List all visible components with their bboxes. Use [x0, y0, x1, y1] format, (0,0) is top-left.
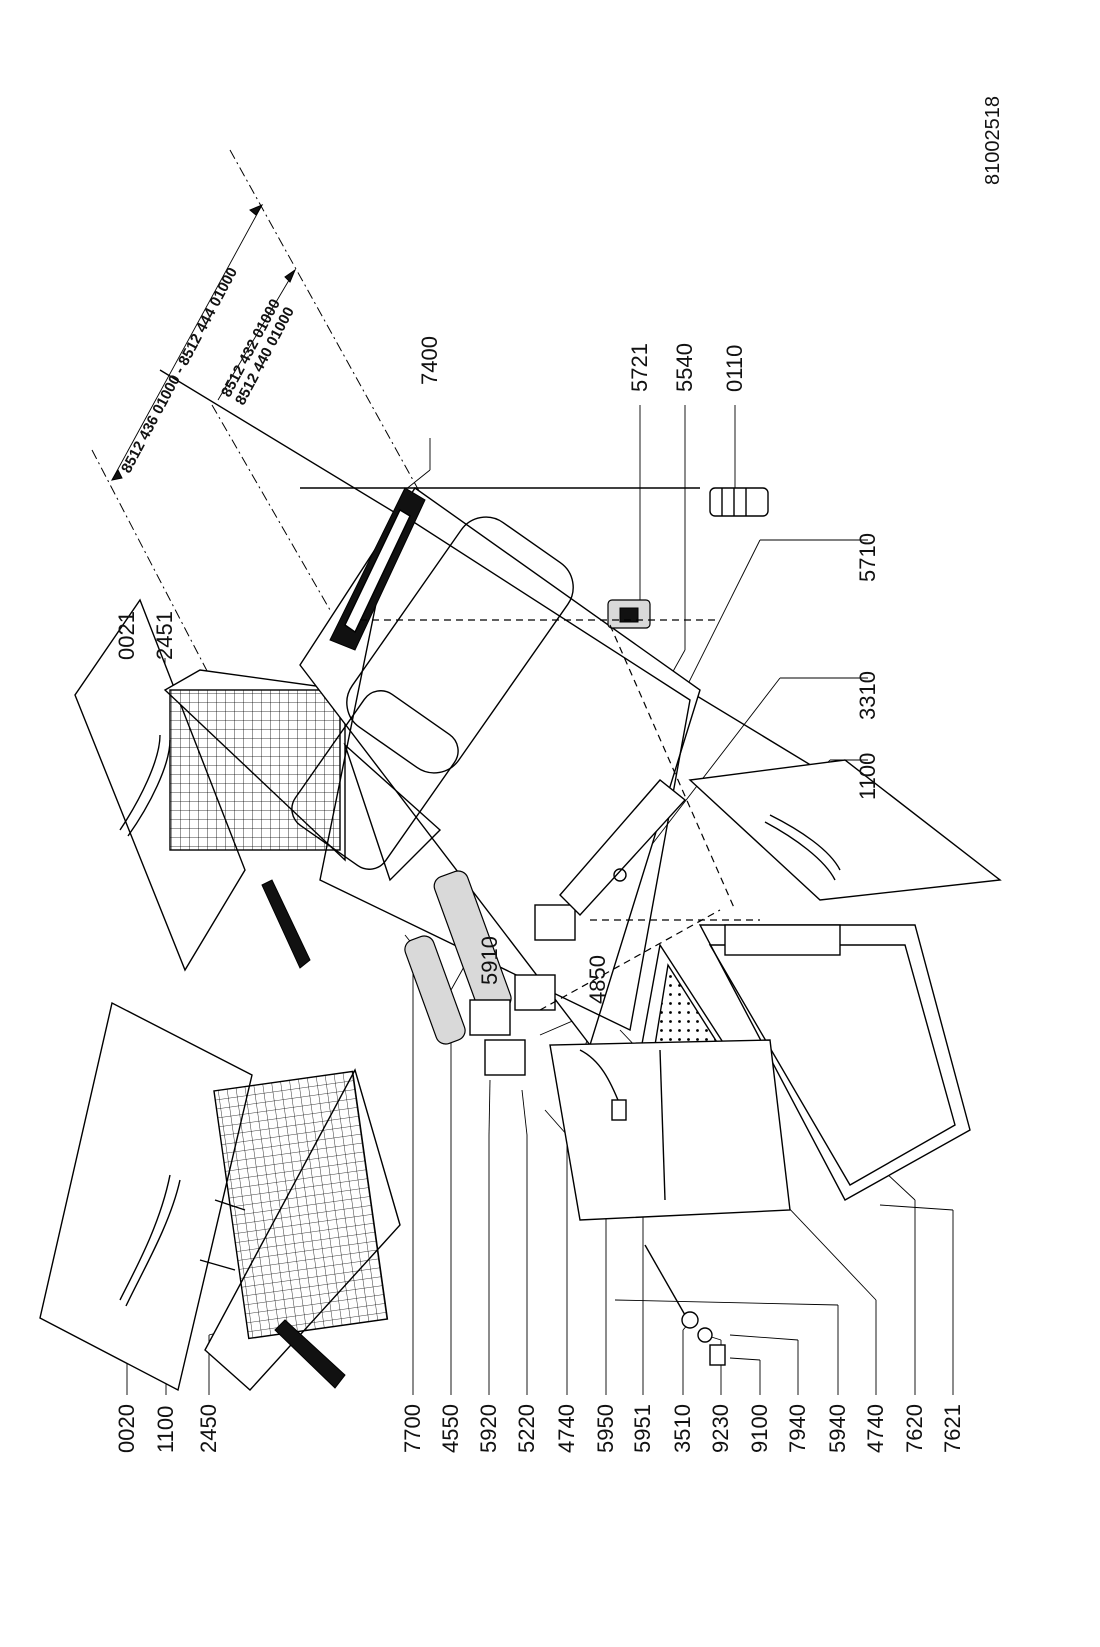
dashed-frame — [360, 619, 760, 1011]
lid-0020 — [39, 1001, 253, 1392]
basket-2451 — [163, 669, 346, 969]
callout-4850: 4850 — [585, 955, 610, 1004]
callout-0110: 0110 — [722, 344, 747, 392]
basket-2450 — [204, 1068, 401, 1391]
callout-5710: 5710 — [855, 533, 880, 582]
callout-5950: 5950 — [593, 1404, 618, 1453]
foot-0110 — [709, 487, 769, 517]
callout-7700: 7700 — [400, 1404, 425, 1453]
lid-0021 — [74, 598, 246, 972]
callout-2450: 2450 — [196, 1404, 221, 1453]
timer-5721 — [607, 599, 736, 911]
callout-7400: 7400 — [417, 336, 442, 385]
panel-7400 — [329, 487, 426, 651]
callout-4740-a: 4740 — [554, 1404, 579, 1453]
cable-5951 — [579, 1049, 627, 1121]
side-panel-1100 — [688, 759, 1002, 901]
drawing-number: 81002518 — [982, 96, 1004, 185]
callout-4550: 4550 — [438, 1404, 463, 1453]
heating-elements-4550 — [404, 870, 512, 1045]
lower-tray-5940 — [549, 1039, 791, 1221]
callout-5540: 5540 — [672, 343, 697, 392]
callout-3510: 3510 — [670, 1404, 695, 1453]
callout-5910: 5910 — [477, 936, 502, 985]
callout-0020: 0020 — [114, 1404, 139, 1453]
callout-5920: 5920 — [476, 1404, 501, 1453]
callout-1100-right: 1100 — [855, 752, 880, 800]
callout-9100: 9100 — [747, 1404, 772, 1453]
lower-housing-7620 — [698, 924, 971, 1201]
callout-0021: 0021 — [114, 611, 139, 660]
callout-7621: 7621 — [940, 1404, 965, 1453]
callout-3310: 3310 — [855, 671, 880, 720]
callout-7620: 7620 — [902, 1404, 927, 1453]
callout-5951: 5951 — [630, 1404, 655, 1453]
callout-4740-b: 4740 — [863, 1404, 888, 1453]
callout-7940: 7940 — [785, 1404, 810, 1453]
callout-5220: 5220 — [514, 1404, 539, 1453]
callout-5940: 5940 — [825, 1404, 850, 1453]
controls-cluster — [469, 904, 629, 1125]
callout-1100-left: 1100 — [153, 1405, 178, 1453]
callout-9230: 9230 — [708, 1404, 733, 1453]
drain-valve-assembly — [644, 1244, 726, 1366]
rail-5540 — [559, 779, 687, 917]
callout-5721: 5721 — [627, 343, 652, 392]
callout-2451: 2451 — [152, 611, 177, 660]
